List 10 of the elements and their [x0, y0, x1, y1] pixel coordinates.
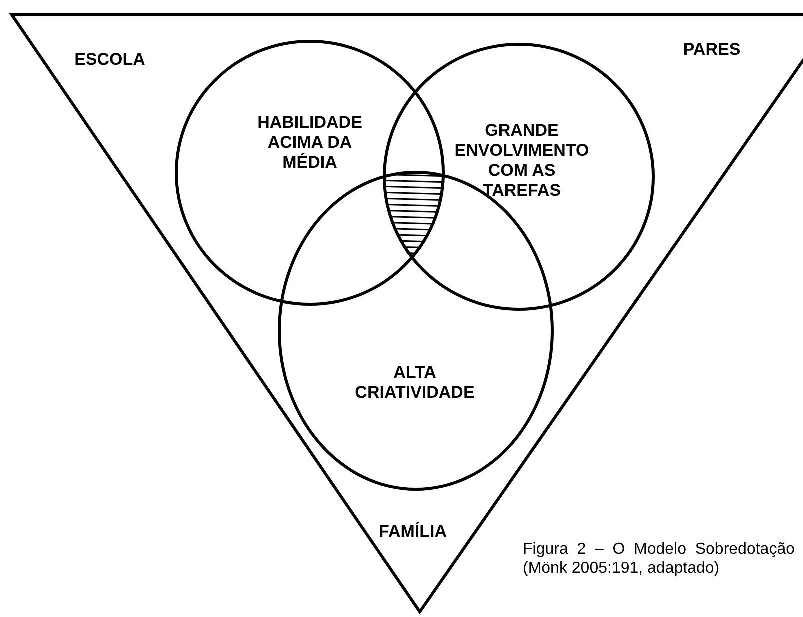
venn-circle: [383, 43, 655, 311]
context-label: FAMÍLIA: [379, 522, 447, 542]
circle-label: ALTA CRIATIVIDADE: [354, 363, 476, 403]
figure-caption: Figura 2 – O Modelo Sobredotação (Mönk 2005:191, adaptado): [523, 540, 795, 578]
triangle-frame: [12, 15, 803, 617]
circle-label: GRANDE ENVOLVIMENTO COM AS TAREFAS: [454, 121, 590, 201]
context-label: ESCOLA: [74, 50, 146, 70]
context-label: PARES: [683, 40, 741, 60]
circle-label: HABILIDADE ACIMA DA MÉDIA: [256, 113, 364, 173]
venn-circle: [175, 40, 445, 306]
